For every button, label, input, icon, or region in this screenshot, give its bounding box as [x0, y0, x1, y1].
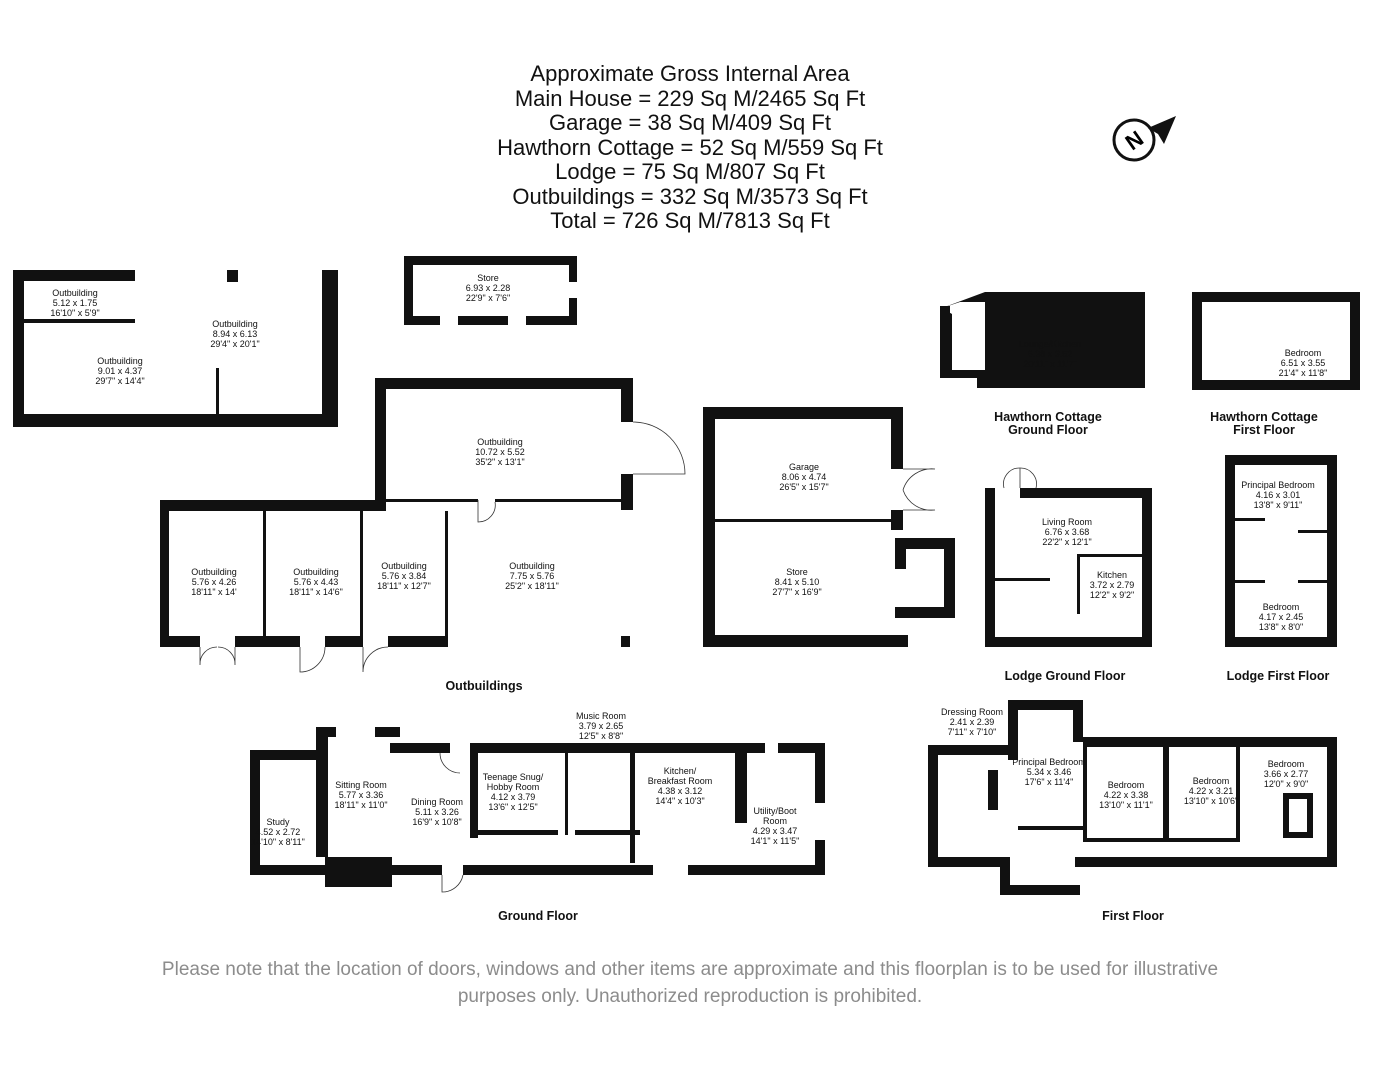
disclaimer-line: purposes only. Unauthorized reproduction…: [457, 986, 923, 1007]
area-summary: Approximate Gross Internal Area Main Hou…: [0, 61, 1380, 234]
area-line: Outbuildings = 332 Sq M/3573 Sq Ft: [512, 183, 868, 209]
disclaimer: Please note that the location of doors, …: [0, 956, 1380, 1010]
north-compass-icon: N: [1108, 112, 1180, 173]
area-line: Garage = 38 Sq M/409 Sq Ft: [549, 110, 831, 135]
section-title: Lodge First Floor: [1226, 669, 1330, 683]
area-line: Total = 726 Sq M/7813 Sq Ft: [550, 208, 830, 233]
section-title: Ground Floor: [498, 909, 578, 923]
area-line: Hawthorn Cottage = 52 Sq M/559 Sq Ft: [497, 134, 883, 160]
section-title: First Floor: [1102, 909, 1164, 923]
area-line: Lodge = 75 Sq M/807 Sq Ft: [555, 159, 825, 184]
area-line: Main House = 229 Sq M/2465 Sq Ft: [514, 85, 866, 111]
section-title: Lodge Ground Floor: [1004, 669, 1126, 683]
section-title: Outbuildings: [445, 679, 523, 693]
disclaimer-line: Please note that the location of doors, …: [161, 959, 1219, 980]
area-title: Approximate Gross Internal Area: [530, 61, 850, 86]
